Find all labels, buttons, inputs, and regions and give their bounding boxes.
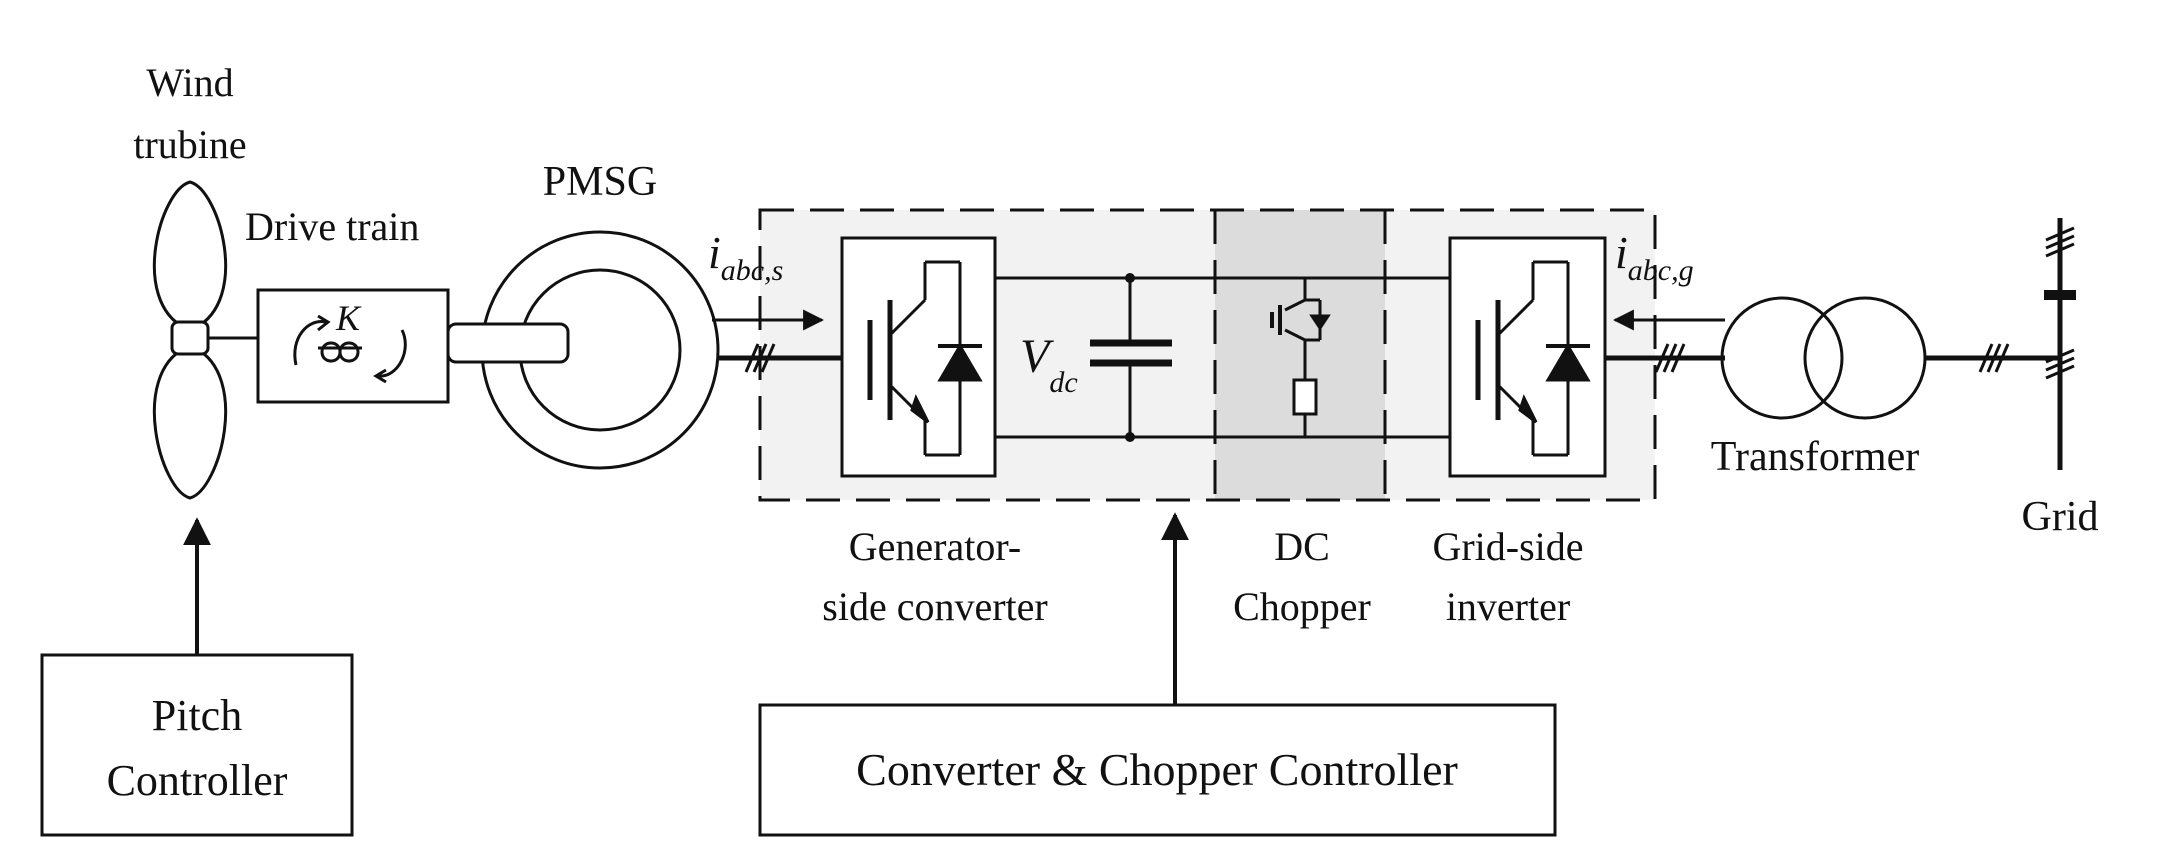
igbt-diode-icon-grid [1475, 260, 1591, 457]
torsion-spring-icon [293, 314, 407, 384]
transformer-primary-coil [1720, 296, 1844, 420]
grid-side-inverter-label-line2: inverter [1446, 584, 1570, 629]
three-phase-marks-grid-side [1654, 343, 1686, 373]
pmsg-label: PMSG [543, 159, 657, 205]
generator-side-converter-box [840, 236, 997, 478]
turbine-blade-bottom [152, 346, 228, 500]
stator-current-label: iabc,s [708, 227, 783, 287]
converter-chopper-controller-label: Converter & Chopper Controller [856, 744, 1458, 795]
drive-train-box [256, 288, 450, 404]
grid-side-inverter-label-line1: Grid-side [1432, 524, 1583, 569]
wind-turbine [152, 180, 228, 500]
wind-turbine-label-line1: Wind [146, 60, 233, 105]
grid-current-label: iabc,g [1615, 227, 1694, 287]
grid-label: Grid [2022, 494, 2099, 540]
chopper-shaded-region [1215, 210, 1385, 500]
pitch-controller-label-line2: Controller [107, 756, 288, 805]
pmsg-shaft [446, 322, 570, 364]
gen-side-converter-label-line1: Generator- [849, 524, 1021, 569]
drive-train-label: Drive train [245, 204, 419, 249]
transformer-label: Transformer [1711, 434, 1919, 480]
converter-chopper-controller-box [758, 703, 1557, 837]
wind-turbine-label-line2: trubine [133, 122, 246, 167]
pitch-controller-label-line1: Pitch [152, 691, 242, 740]
turbine-blade-top [152, 180, 228, 330]
converter-region-border [758, 208, 1657, 502]
gen-side-converter-label-line2: side converter [822, 584, 1047, 629]
dc-chopper-icon [1270, 278, 1331, 437]
igbt-diode-icon-gen [867, 260, 983, 457]
three-phase-marks-transformer [1978, 343, 2010, 373]
grid-side-inverter-box [1448, 236, 1607, 478]
dc-chopper-label-line1: DC [1274, 524, 1330, 569]
turbine-hub [170, 320, 210, 356]
dc-chopper-label-line2: Chopper [1233, 584, 1371, 629]
pitch-controller-box [40, 653, 354, 837]
transformer-secondary-coil [1803, 296, 1927, 420]
dc-voltage-label: Vdc [1020, 330, 1078, 399]
spring-constant-label: K [335, 298, 362, 338]
